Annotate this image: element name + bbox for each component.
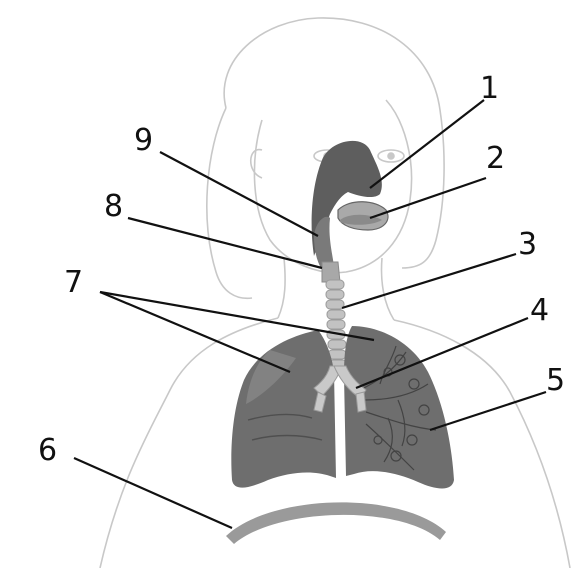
larynx: [322, 262, 340, 282]
leader-line-6: [74, 458, 232, 528]
leader-line-3: [342, 254, 516, 308]
label-4: 4: [530, 293, 549, 328]
label-3: 3: [518, 227, 537, 262]
right-lower-bronchus: [356, 392, 366, 412]
trachea-ring: [327, 310, 345, 319]
trachea-ring: [326, 290, 344, 299]
hair-left-outline: [207, 108, 252, 298]
leader-line-8: [128, 218, 322, 268]
leader-line-9: [160, 152, 318, 236]
label-2: 2: [486, 141, 505, 176]
label-1: 1: [480, 71, 499, 106]
label-6: 6: [38, 433, 57, 468]
leader-line-2: [370, 178, 486, 218]
label-7: 7: [64, 265, 83, 300]
label-8: 8: [104, 189, 123, 224]
trachea-ring: [326, 280, 344, 289]
ear-outline: [251, 150, 262, 178]
trachea-ring: [327, 320, 345, 329]
trachea-ring: [326, 300, 344, 309]
right-pupil: [388, 153, 394, 159]
trachea-ring: [328, 340, 346, 349]
leader-line-7a: [100, 292, 290, 372]
diaphragm: [226, 502, 446, 544]
leader-line-5: [430, 392, 546, 430]
label-5: 5: [546, 363, 565, 398]
label-9: 9: [134, 123, 153, 158]
leader-line-1: [370, 100, 484, 188]
